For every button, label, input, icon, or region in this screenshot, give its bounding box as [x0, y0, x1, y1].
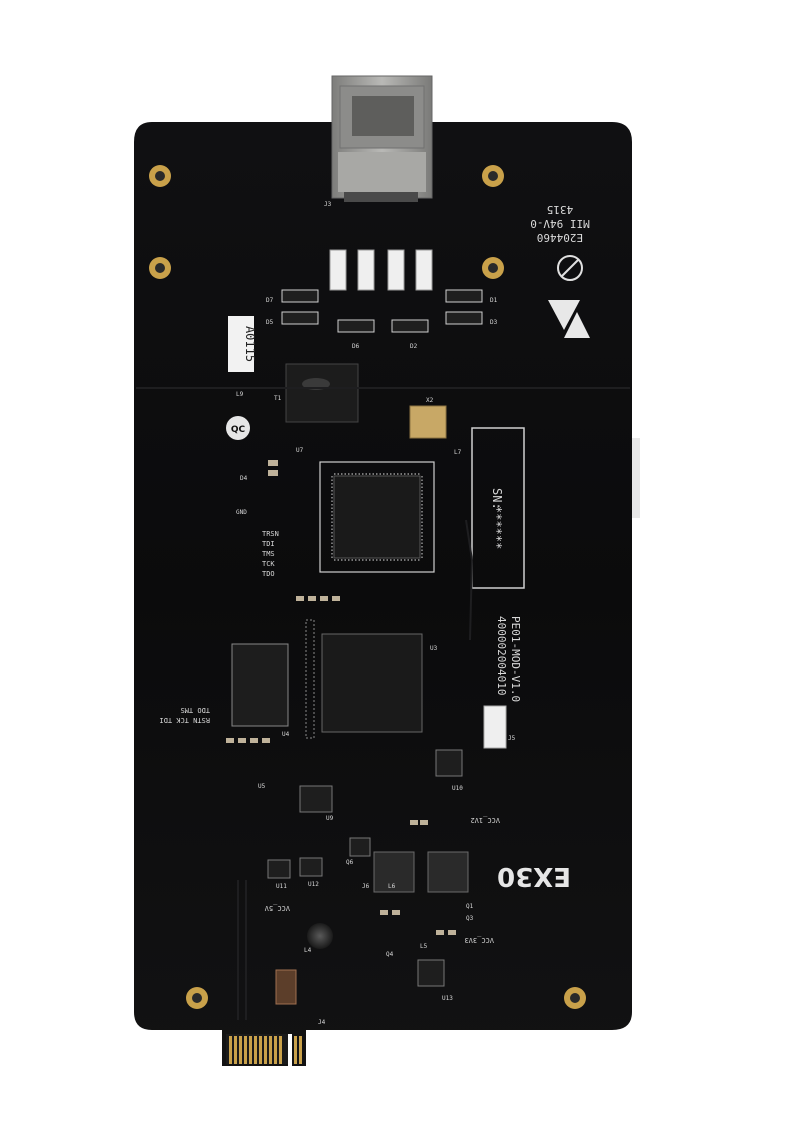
- svg-text:L7: L7: [454, 449, 462, 456]
- svg-text:U7: U7: [296, 447, 304, 454]
- svg-text:Q4: Q4: [386, 951, 394, 958]
- svg-text:GND: GND: [236, 509, 247, 516]
- svg-text:U5: U5: [258, 783, 266, 790]
- svg-text:U10: U10: [452, 785, 463, 792]
- svg-text:D6: D6: [352, 343, 360, 350]
- svg-text:U11: U11: [276, 883, 287, 890]
- fpga-chip: [305, 619, 423, 739]
- smd-passives: [226, 460, 456, 935]
- mounting-holes: [149, 165, 586, 1009]
- svg-text:J6: J6: [362, 883, 370, 890]
- power-inductors: [275, 851, 469, 1005]
- svg-text:TDO: TDO: [262, 570, 275, 578]
- svg-text:Q3: Q3: [466, 915, 474, 922]
- svg-text:D2: D2: [410, 343, 418, 350]
- svg-text:J3: J3: [324, 201, 332, 208]
- svg-text:QC: QC: [231, 425, 246, 435]
- svg-text:D5: D5: [266, 319, 274, 326]
- reference-designators: J3 T1 L9 D7 D5 D6 D2 D1 D3 D4 X2 L7 U7 U…: [236, 201, 516, 1026]
- svg-text:U12: U12: [308, 881, 319, 888]
- tvs-diodes: [281, 289, 483, 333]
- svg-text:A0115: A0115: [243, 326, 257, 362]
- svg-text:VCC_5V: VCC_5V: [264, 904, 290, 912]
- sdram-chip: [231, 643, 289, 727]
- svg-text:VCC_3V3: VCC_3V3: [464, 936, 494, 944]
- svg-text:VCC_1V2: VCC_1V2: [470, 816, 500, 824]
- svg-text:L4: L4: [304, 947, 312, 954]
- svg-text:U9: U9: [326, 815, 334, 822]
- svg-text:TDI: TDI: [262, 540, 275, 548]
- svg-text:L5: L5: [420, 943, 428, 950]
- svg-text:D3: D3: [490, 319, 498, 326]
- svg-text:D1: D1: [490, 297, 498, 304]
- ethernet-transformer: [285, 363, 359, 423]
- ul-cert-block: 4315 MII 94V-0 E204460: [530, 203, 590, 244]
- pcie-gold-fingers: [226, 1034, 302, 1066]
- jtag-row1: RSTN TCK TDI: [159, 716, 210, 724]
- svg-text:4315: 4315: [547, 203, 574, 216]
- batch-label: A0115: [228, 316, 257, 372]
- svg-text:J5: J5: [508, 735, 516, 742]
- svg-text:MII 94V-0: MII 94V-0: [530, 217, 590, 230]
- model-label: EX30: [497, 861, 571, 891]
- svg-text:U3: U3: [430, 645, 438, 652]
- svg-text:TRSN: TRSN: [262, 530, 279, 538]
- pcb-traces: [136, 387, 630, 1020]
- svg-text:T1: T1: [274, 395, 282, 402]
- svg-text:U13: U13: [442, 995, 453, 1002]
- fuse-row: [329, 249, 433, 291]
- edge-tab: [632, 438, 640, 518]
- board-code-label: 400002004010: [495, 616, 508, 695]
- svg-text:Q6: Q6: [346, 859, 354, 866]
- qc-mark: QC: [226, 416, 250, 440]
- uart-connector: [483, 705, 507, 749]
- svg-text:TCK: TCK: [262, 560, 275, 568]
- jtag-labels: TRSN TDI TMS TCK TDO: [262, 530, 279, 578]
- svg-text:X2: X2: [426, 397, 434, 404]
- svg-text:D7: D7: [266, 297, 274, 304]
- svg-text:SN:: SN:: [490, 488, 504, 510]
- rj45-connector: [331, 75, 433, 202]
- mcu-qfp-chip: [319, 461, 435, 573]
- part-number-label: PE01-MOD-V1.0: [509, 616, 522, 702]
- jtag-row2: TDO TMS: [180, 706, 210, 714]
- crystal-oscillator: [409, 405, 447, 439]
- svg-text:E204460: E204460: [537, 231, 583, 244]
- rohs-symbol: [557, 255, 583, 281]
- svg-text:******: ******: [490, 506, 504, 549]
- svg-text:Q1: Q1: [466, 903, 474, 910]
- small-ics: [267, 749, 463, 987]
- power-rail-labels: VCC_5V VCC_1V2 VCC_3V3: [264, 816, 500, 944]
- serial-number-box: SN: ******: [471, 427, 525, 589]
- esd-warning-symbol: [548, 300, 590, 338]
- svg-text:U4: U4: [282, 731, 290, 738]
- svg-text:D4: D4: [240, 475, 248, 482]
- svg-text:J4: J4: [318, 1019, 326, 1026]
- pcb-board: [134, 122, 632, 1066]
- svg-text:L6: L6: [388, 883, 396, 890]
- svg-text:TMS: TMS: [262, 550, 275, 558]
- svg-text:L9: L9: [236, 391, 244, 398]
